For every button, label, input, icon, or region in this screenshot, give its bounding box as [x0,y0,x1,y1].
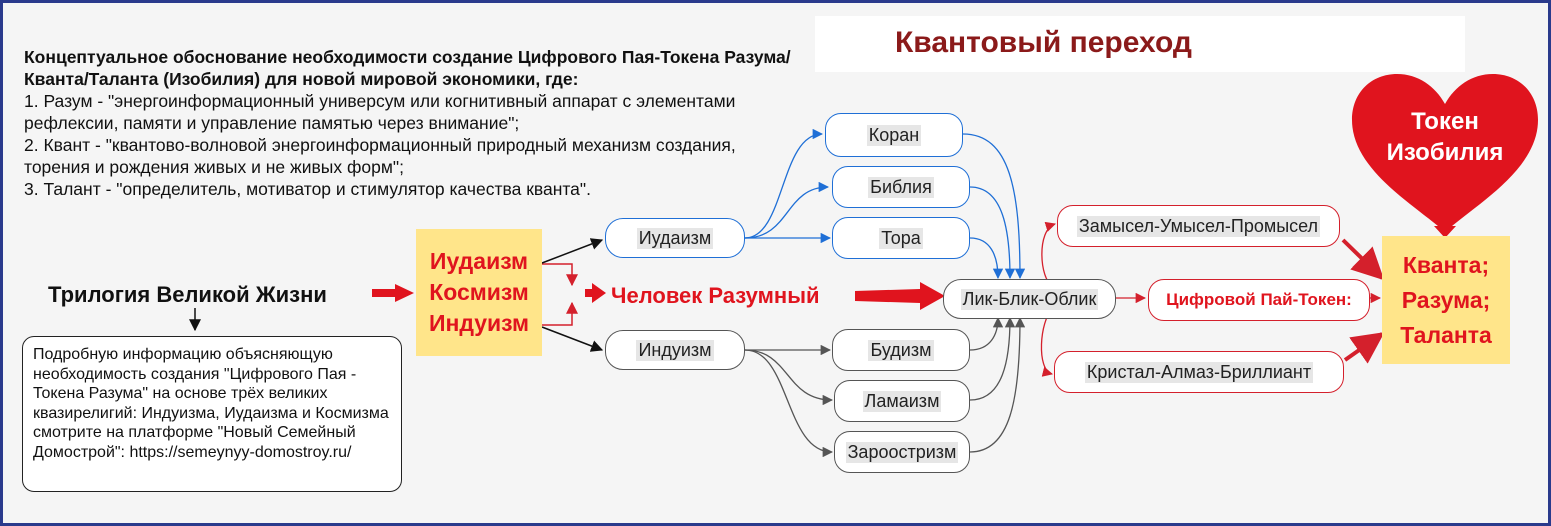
result-kvanta: Кванта; [1402,251,1490,278]
node-hinduism-label: Индуизм [636,339,714,361]
description-item-2: 2. Квант - "квантово-волновой энергоинфо… [24,135,736,177]
result-razuma: Разума; [1401,286,1491,313]
heart-line-2: Изобилия [1386,139,1504,166]
result-talanta: Таланта [1400,321,1492,348]
node-zoroastrism-label: Зароостризм [845,441,959,463]
node-kristal: Кристал-Алмаз-Бриллиант [1054,351,1344,393]
religions-box: Иудаизм Космизм Индуизм [416,229,542,356]
religion-judaism: Иудаизм [429,248,529,274]
node-lamaism: Ламаизм [834,380,970,422]
node-lik: Лик-Блик-Облик [943,279,1116,319]
description-heading: Концептуальное обоснование необходимости… [24,47,791,89]
node-quran-label: Коран [866,124,922,146]
node-zamysel-label: Замысел-Умысел-Промысел [1076,215,1321,237]
info-box: Подробную информацию объясняющую необход… [22,336,402,492]
node-digital-token: Цифровой Пай-Токен: [1148,279,1370,321]
heart-label: Токен Изобилия [1360,106,1530,168]
religion-cosmism: Космизм [429,279,529,305]
node-judaism: Иудаизм [605,218,745,258]
node-buddhism-label: Будизм [868,339,934,361]
node-hinduism: Индуизм [605,330,745,370]
title-box [815,16,1465,72]
description-item-1: 1. Разум - "энергоинформационный универс… [24,91,736,133]
node-buddhism: Будизм [832,329,970,371]
node-torah-label: Тора [879,227,923,249]
human-label: Человек Разумный [611,283,820,308]
node-lik-label: Лик-Блик-Облик [960,288,1099,310]
node-zamysel: Замысел-Умысел-Промысел [1057,205,1340,247]
node-bible: Библия [832,166,970,208]
node-zoroastrism: Зароостризм [834,431,970,473]
red-arrow-trilogy [372,284,414,302]
node-quran: Коран [825,113,963,157]
religion-hinduism: Индуизм [428,310,530,336]
diagram-title: Квантовый переход [895,26,1192,59]
red-arrow-lik [855,282,945,310]
node-digital-token-label: Цифровой Пай-Токен: [1166,290,1352,309]
heart-line-1: Токен [1411,108,1479,135]
node-lamaism-label: Ламаизм [862,390,942,412]
description-item-3: 3. Талант - "определитель, мотиватор и с… [24,179,591,199]
heart-shape [1352,74,1538,232]
description: Концептуальное обоснование необходимости… [24,46,794,200]
node-bible-label: Библия [868,176,934,198]
node-judaism-label: Иудаизм [636,227,714,249]
red-arrow-human [585,283,606,303]
node-torah: Тора [832,217,970,259]
node-kristal-label: Кристал-Алмаз-Бриллиант [1084,361,1314,383]
trilogy-label: Трилогия Великой Жизни [48,282,327,307]
result-box: Кванта; Разума; Таланта [1382,236,1510,364]
red-arrow-heart [1434,212,1456,238]
